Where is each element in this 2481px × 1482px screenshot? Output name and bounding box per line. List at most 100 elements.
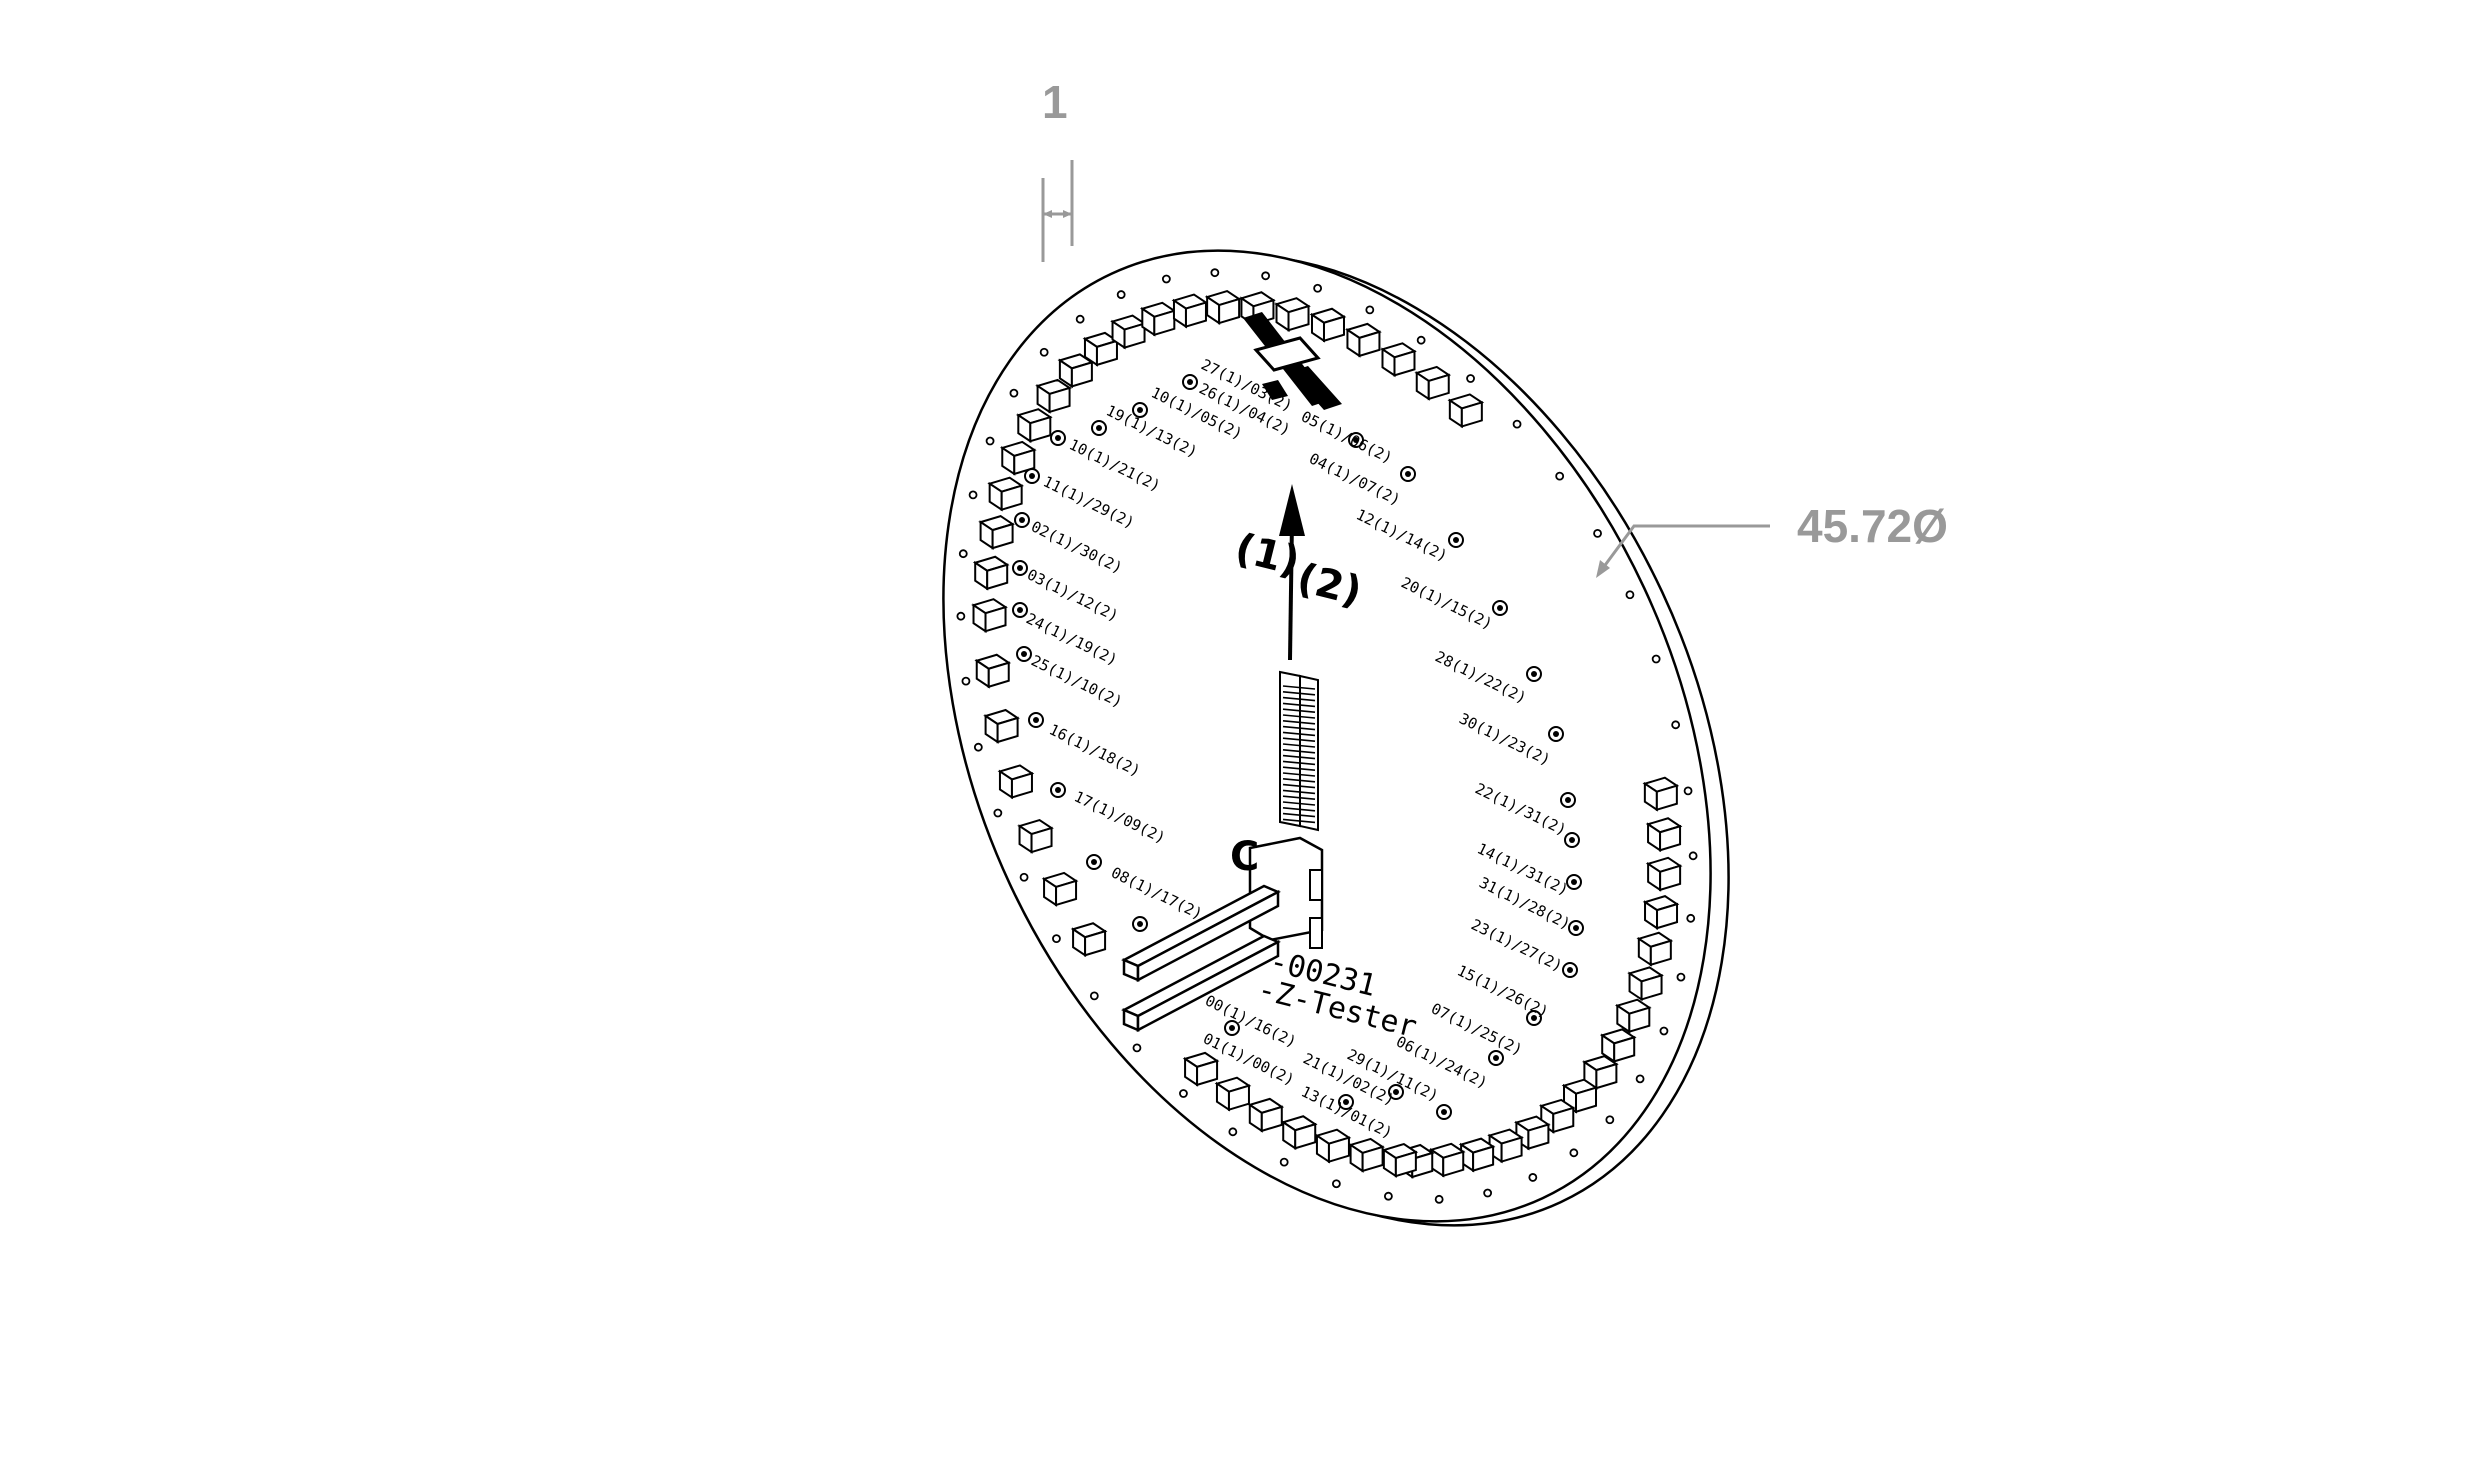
component-front <box>1472 1145 1495 1172</box>
mounting-hole <box>1483 1188 1493 1198</box>
smd-component <box>1280 1115 1318 1151</box>
mounting-hole <box>1416 335 1426 345</box>
test-pad-center <box>1573 925 1579 931</box>
test-pad-center <box>1565 797 1571 803</box>
test-pad-center <box>1029 473 1035 479</box>
thickness-dimension: 1 <box>1041 76 1074 262</box>
test-pad-center <box>1021 651 1027 657</box>
component-front <box>1361 1145 1384 1173</box>
component-front <box>991 522 1014 550</box>
test-pad-center <box>1055 787 1061 793</box>
thickness-label: 1 <box>1042 76 1068 128</box>
perimeter-components <box>971 289 1683 1179</box>
test-pad-center <box>1531 1015 1537 1021</box>
smd-component <box>1642 776 1680 812</box>
smd-component <box>1110 314 1147 350</box>
mounting-hole <box>1161 274 1171 284</box>
connector-pin <box>1282 696 1316 702</box>
component-front <box>986 563 1009 591</box>
mounting-hole <box>1210 268 1220 278</box>
component-front <box>1500 1136 1523 1163</box>
mounting-hole <box>968 490 978 500</box>
component-front <box>1427 373 1450 401</box>
mounting-hole <box>1089 991 1099 1001</box>
component-front <box>1260 1105 1283 1133</box>
test-pad-center <box>1353 437 1359 443</box>
smd-component <box>1274 297 1311 333</box>
mounting-hole <box>1179 1089 1188 1098</box>
mounting-hole <box>1683 786 1693 796</box>
component-front <box>1218 297 1241 325</box>
test-pad-center <box>1229 1025 1235 1031</box>
x-logo-icon <box>1243 312 1342 410</box>
central-connector <box>1279 670 1319 832</box>
test-pad-center <box>1017 565 1023 571</box>
smd-component <box>1082 331 1120 367</box>
smd-component <box>997 764 1035 800</box>
smd-component <box>1414 365 1452 401</box>
smd-component <box>974 653 1012 689</box>
smd-component <box>1447 393 1485 429</box>
test-pad-center <box>1055 435 1061 441</box>
component-front <box>1294 1122 1317 1150</box>
mounting-hole <box>1659 1026 1669 1036</box>
direction-arrow: (1) (2) <box>1231 484 1366 661</box>
component-front <box>1527 1123 1550 1150</box>
component-front <box>1196 1059 1219 1087</box>
smd-component <box>1041 871 1079 907</box>
component-front <box>1659 864 1682 892</box>
connector-pin <box>1282 766 1316 771</box>
component-front <box>1649 939 1672 967</box>
connector-pin <box>1282 807 1316 812</box>
mounting-hole <box>1228 1127 1238 1137</box>
component-front <box>1000 484 1023 512</box>
component-front <box>1656 902 1679 930</box>
smd-component <box>1015 408 1053 444</box>
test-pad-center <box>1531 671 1537 677</box>
smd-component <box>987 476 1024 512</box>
mounting-hole <box>1569 1148 1579 1158</box>
test-pad-center <box>1019 517 1025 523</box>
mounting-hole <box>1466 374 1475 383</box>
smd-component <box>1561 1078 1599 1114</box>
connector-c-mark: C <box>1230 834 1259 880</box>
mounting-hole <box>1528 1173 1538 1182</box>
connector-pin <box>1282 760 1316 766</box>
test-pad-center <box>1187 379 1193 385</box>
connector-pin <box>1282 691 1316 696</box>
mounting-hole <box>1383 1191 1393 1201</box>
connector-pins <box>1282 685 1316 824</box>
connector-pin <box>1282 783 1316 789</box>
mounting-hole <box>1261 271 1271 281</box>
mounting-hole <box>1625 590 1635 600</box>
mounting-hole <box>1686 913 1696 923</box>
mounting-hole <box>1593 528 1602 538</box>
diameter-dimension: 45.72Ø <box>1596 500 1948 578</box>
mounting-hole <box>1365 305 1375 315</box>
smd-component <box>1182 1051 1220 1087</box>
component-front <box>1030 826 1053 854</box>
component-front <box>1595 1062 1618 1090</box>
board-disc <box>942 249 1730 1227</box>
test-pad-center <box>1571 879 1577 885</box>
component-front <box>1029 415 1052 443</box>
test-pad-center <box>1405 471 1411 477</box>
connector-pin <box>1282 789 1316 795</box>
component-front <box>1095 339 1118 367</box>
smd-component <box>1314 1128 1352 1164</box>
smd-component <box>1645 856 1683 892</box>
smd-component <box>1017 818 1054 854</box>
smd-component <box>1139 301 1177 337</box>
test-pads <box>1012 374 1584 1120</box>
connector-pin <box>1282 754 1316 760</box>
smd-component <box>1035 378 1072 414</box>
test-pad-center <box>1441 1109 1447 1115</box>
test-pad-center <box>1343 1099 1349 1105</box>
test-pad-center <box>1569 837 1575 843</box>
test-pad-center <box>1017 607 1023 613</box>
mounting-hole <box>1512 419 1522 429</box>
mounting-hole <box>1605 1115 1615 1125</box>
connector-pin <box>1282 731 1316 737</box>
test-pad-center <box>1493 1055 1499 1061</box>
